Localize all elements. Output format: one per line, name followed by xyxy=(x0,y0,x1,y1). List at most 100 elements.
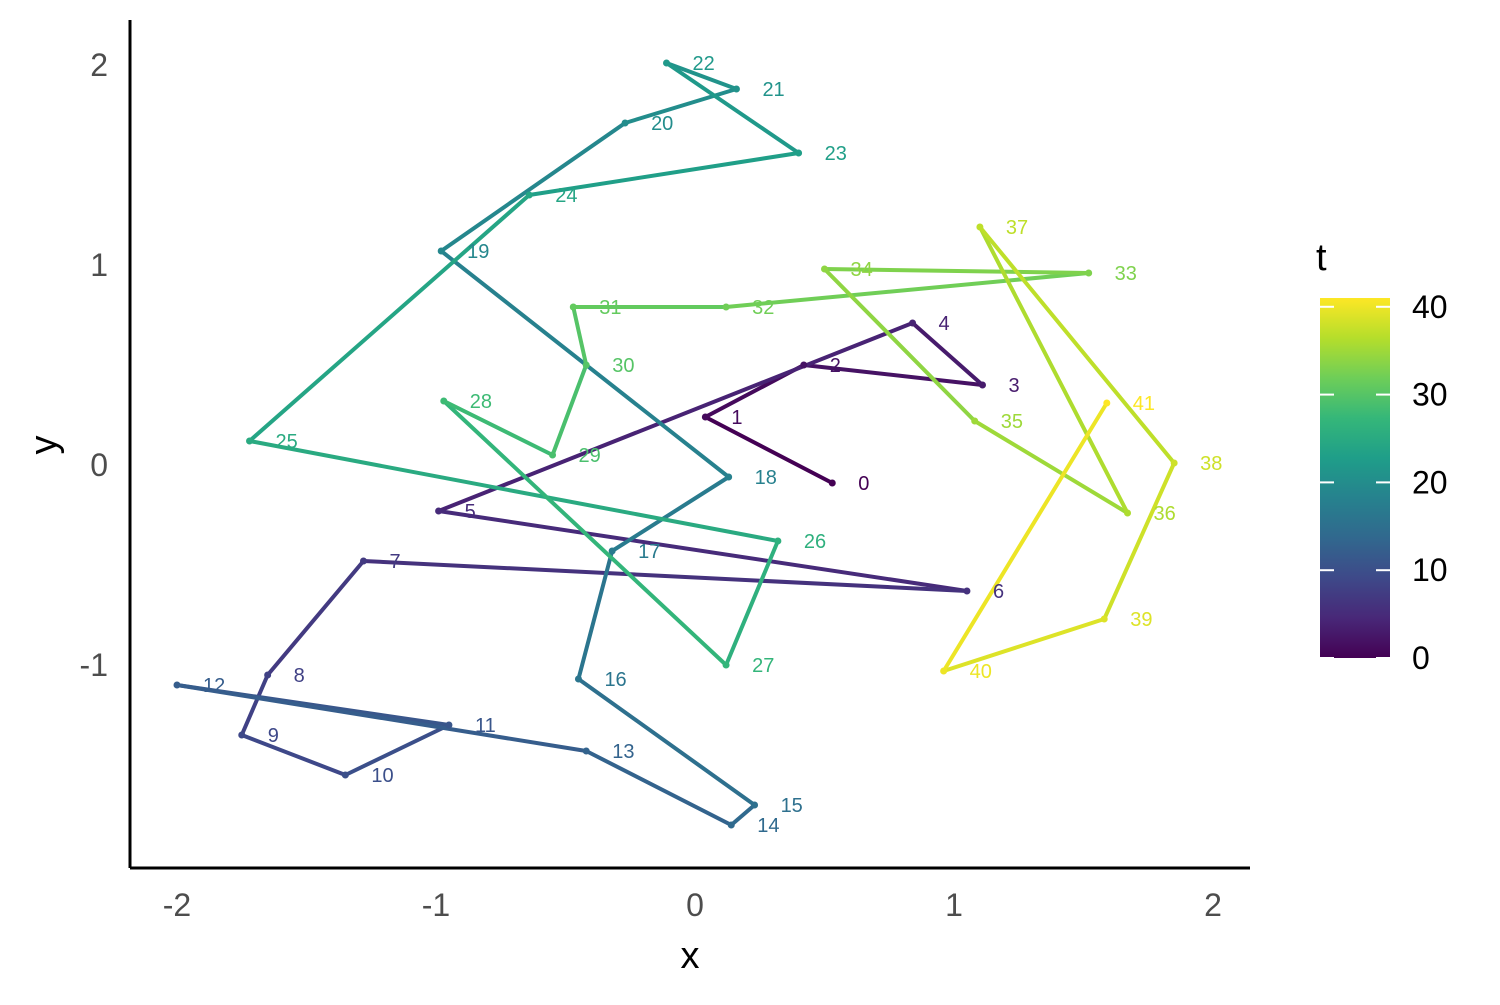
y-tick-label: 0 xyxy=(90,447,108,483)
path-segment xyxy=(361,559,969,593)
path-segment xyxy=(436,509,969,593)
x-tick-label: 0 xyxy=(686,887,704,923)
point-label: 4 xyxy=(939,313,950,335)
point-label: 24 xyxy=(555,185,577,207)
data-point xyxy=(800,361,808,369)
x-tick-label: 2 xyxy=(1204,887,1222,923)
data-points xyxy=(173,59,1178,829)
data-point xyxy=(727,821,735,829)
point-label: 28 xyxy=(470,391,492,413)
path-segment xyxy=(910,321,985,387)
path-segment xyxy=(977,225,1177,465)
path-segment xyxy=(623,87,739,125)
legend-tick-label: 10 xyxy=(1412,552,1448,588)
path-segment xyxy=(239,673,270,737)
point-label: 27 xyxy=(752,655,774,677)
y-tick-label: 1 xyxy=(90,247,108,283)
legend-colorbar xyxy=(1320,298,1390,658)
point-label: 22 xyxy=(693,53,715,75)
data-point xyxy=(963,587,971,595)
data-point xyxy=(525,191,533,199)
point-label: 30 xyxy=(612,355,634,377)
x-tick-label: -1 xyxy=(422,887,450,923)
point-label: 25 xyxy=(276,431,298,453)
data-point xyxy=(341,771,349,779)
data-point xyxy=(978,381,986,389)
point-label: 17 xyxy=(638,541,660,563)
data-point xyxy=(238,731,246,739)
point-label: 0 xyxy=(858,473,869,495)
point-label: 9 xyxy=(268,725,279,747)
path-segment xyxy=(610,475,731,553)
point-label: 10 xyxy=(371,765,393,787)
y-tick-label: 2 xyxy=(90,47,108,83)
point-label: 11 xyxy=(475,715,496,737)
path-segment xyxy=(441,399,729,667)
path-segment xyxy=(941,401,1109,673)
data-point xyxy=(582,361,590,369)
legend-title: t xyxy=(1316,237,1327,279)
data-point xyxy=(909,319,917,327)
data-point xyxy=(173,681,181,689)
point-label: 35 xyxy=(1001,411,1023,433)
data-point xyxy=(722,661,730,669)
point-label: 3 xyxy=(1008,375,1019,397)
point-label: 14 xyxy=(757,815,779,837)
path-segment xyxy=(703,415,835,485)
path-segment xyxy=(175,683,589,753)
point-label: 32 xyxy=(752,297,774,319)
data-point xyxy=(725,473,733,481)
point-label: 21 xyxy=(762,79,784,101)
legend-tick-label: 20 xyxy=(1412,464,1448,500)
path-segment xyxy=(571,305,589,367)
path-segment xyxy=(550,363,589,457)
data-point xyxy=(1103,399,1111,407)
path-segment xyxy=(576,549,615,681)
data-point xyxy=(701,413,709,421)
path-segment xyxy=(247,193,532,443)
data-point xyxy=(574,675,582,683)
path-segment xyxy=(977,225,1130,515)
path-segment xyxy=(439,121,628,253)
data-point xyxy=(663,59,671,67)
point-label: 1 xyxy=(731,407,742,429)
data-point xyxy=(751,801,759,809)
path-segment xyxy=(239,733,348,777)
data-point xyxy=(264,671,272,679)
data-point xyxy=(976,223,984,231)
data-point xyxy=(1170,459,1178,467)
data-point xyxy=(437,247,445,255)
path-segment xyxy=(576,677,757,807)
path-segment xyxy=(1102,461,1177,621)
point-label: 2 xyxy=(830,355,841,377)
legend-tick-label: 0 xyxy=(1412,640,1430,676)
y-axis-title: y xyxy=(23,436,65,455)
data-point xyxy=(608,547,616,555)
path-segment xyxy=(343,723,451,777)
point-label: 37 xyxy=(1006,217,1028,239)
point-label: 33 xyxy=(1115,263,1137,285)
path-segment xyxy=(247,439,780,543)
path-segment xyxy=(265,559,366,677)
point-label: 31 xyxy=(599,297,621,319)
data-point xyxy=(435,507,443,515)
path-segment xyxy=(941,617,1107,673)
path-segment xyxy=(972,419,1130,515)
x-axis-title: x xyxy=(681,935,700,977)
point-label: 23 xyxy=(825,143,847,165)
point-label: 5 xyxy=(465,501,476,523)
data-point xyxy=(821,265,828,273)
data-point xyxy=(1100,615,1108,623)
point-label: 20 xyxy=(651,113,673,135)
point-label: 41 xyxy=(1133,393,1155,415)
point-label: 6 xyxy=(993,581,1004,603)
x-tick-label: -2 xyxy=(163,887,191,923)
data-point xyxy=(359,557,367,565)
point-label: 34 xyxy=(851,259,873,281)
data-point xyxy=(971,417,979,425)
data-point xyxy=(445,721,453,729)
